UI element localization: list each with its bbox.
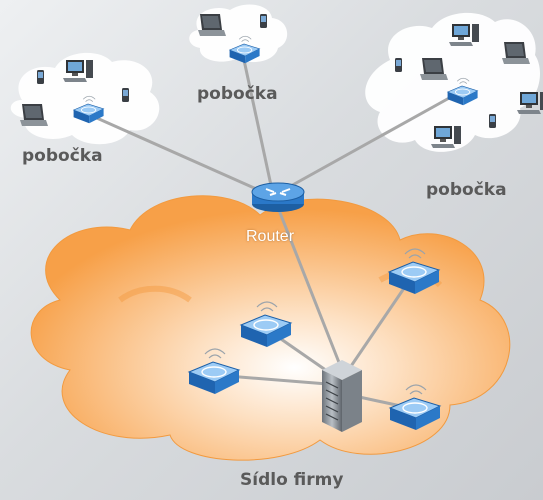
mobile-phone-icon xyxy=(489,114,496,128)
branch-label-left: pobočka xyxy=(22,146,103,166)
branch-cloud-left xyxy=(10,52,160,145)
mobile-phone-icon xyxy=(37,70,44,84)
router-icon xyxy=(251,182,305,212)
desktop-computer-icon xyxy=(517,92,543,114)
link-router-server xyxy=(273,199,342,366)
branch-cloud-right xyxy=(365,12,540,152)
mobile-phone-icon xyxy=(122,88,129,102)
server-rack-icon xyxy=(322,360,362,432)
link-left-branch-router xyxy=(89,113,271,197)
headquarters-label: Sídlo firmy xyxy=(240,470,344,490)
link-right-branch-router xyxy=(279,90,461,194)
branch-label-top: pobočka xyxy=(197,84,278,104)
link-top-branch-router xyxy=(242,59,274,191)
mobile-phone-icon xyxy=(395,58,402,72)
link-server-ap-3 xyxy=(343,274,415,376)
branch-label-right: pobočka xyxy=(426,180,507,200)
router-label: Router xyxy=(246,228,295,245)
mobile-phone-icon xyxy=(260,14,267,28)
